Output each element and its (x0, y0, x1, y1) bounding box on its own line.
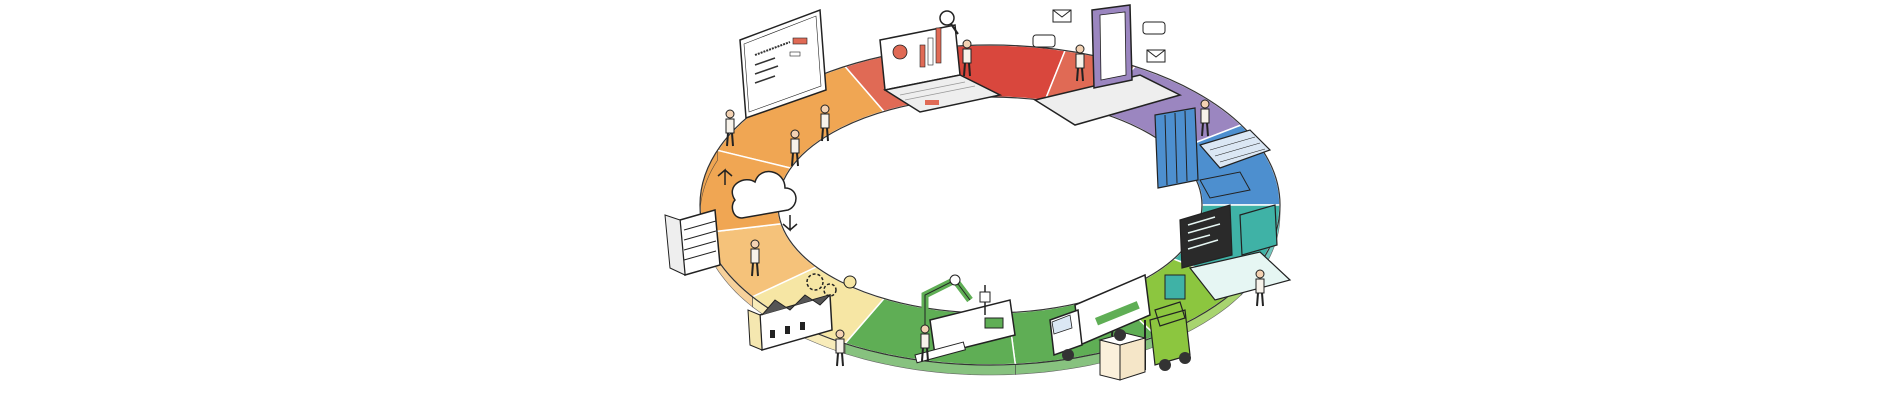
factory-robot-vignette (914, 274, 1016, 364)
forklift-icon (1144, 301, 1191, 371)
truck-icon (1049, 273, 1151, 361)
developer-figure (1255, 269, 1265, 307)
warehouse-forklift-vignette (1098, 299, 1191, 381)
cloud-server-vignette (664, 168, 798, 277)
monitor-code-icon (1164, 204, 1292, 301)
analytics-laptop-vignette (879, 10, 1003, 113)
logistics-truck-vignette (1049, 273, 1151, 361)
software-development-vignette (1164, 204, 1292, 307)
manufacturing-plant-vignette (747, 273, 857, 367)
binders-calculator-icon (1154, 107, 1272, 199)
presentation-board-vignette (725, 8, 830, 167)
accounting-files-vignette (1154, 99, 1272, 199)
tablet-mail-icon (1032, 4, 1183, 126)
whiteboard-icon (739, 8, 827, 120)
mobile-communication-vignette (1032, 4, 1183, 126)
cloud-server-icon (664, 168, 798, 276)
factory-icon (747, 273, 857, 351)
bar-chart-icon (892, 10, 959, 68)
engineer-figure (835, 329, 845, 367)
